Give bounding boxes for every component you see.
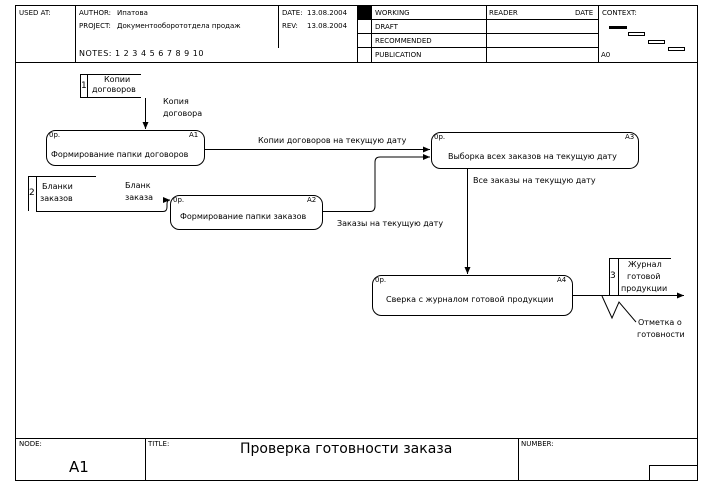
store-2-number: 2 — [29, 188, 35, 198]
data-store-3 — [609, 258, 671, 295]
store-1-line2: договоров — [92, 85, 136, 94]
author-value: Ипатова — [117, 9, 148, 17]
date-value: 13.08.2004 — [307, 9, 348, 17]
box-a2-label[interactable]: Формирование папки заказов — [180, 212, 307, 221]
store-1-line1: Копии — [104, 75, 131, 84]
store-2-line2: заказов — [40, 194, 73, 203]
status-recommended: RECOMMENDED — [375, 37, 432, 45]
store-3-line1: Журнал — [628, 260, 662, 269]
node-value: A1 — [69, 458, 89, 476]
box-a4-cost: 0р. — [375, 276, 387, 284]
box-a2-id: A2 — [307, 196, 317, 204]
store-3-line3: продукции — [621, 284, 668, 293]
title-label: TITLE: — [148, 440, 170, 448]
label-blank-2: заказа — [125, 193, 154, 202]
store-1-number: 1 — [81, 81, 87, 91]
used-at-label: USED AT: — [19, 9, 51, 17]
project-label: PROJECT: — [79, 22, 111, 30]
box-a1-id: A1 — [189, 131, 199, 139]
reader-label: READER — [489, 9, 518, 17]
box-a3-label[interactable]: Выборка всех заказов на текущую дату — [448, 152, 617, 161]
status-publication: PUBLICATION — [375, 51, 422, 59]
process-box-a3 — [431, 132, 639, 169]
node-label: NODE: — [19, 440, 42, 448]
box-a2-cost: 0р. — [173, 196, 185, 204]
context-thumbnail — [609, 26, 685, 51]
status-working: WORKING — [375, 9, 410, 17]
store-2-line1: Бланки — [42, 182, 73, 191]
box-a3-id: A3 — [625, 133, 635, 141]
process-box-a2 — [170, 195, 323, 230]
date-label: DATE: — [282, 9, 303, 17]
process-box-a1 — [46, 130, 205, 166]
frame-border — [15, 5, 698, 481]
box-a1-label[interactable]: Формирование папки договоров — [51, 150, 189, 159]
box-a4-id: A4 — [557, 276, 567, 284]
status-draft: DRAFT — [375, 23, 398, 31]
label-blank-1: Бланк — [125, 181, 151, 190]
box-a3-cost: 0р. — [434, 133, 446, 141]
label-copy-contract-1: Копия — [163, 97, 189, 106]
rev-value: 13.08.2004 — [307, 22, 348, 30]
working-marker — [358, 6, 371, 19]
number-label: NUMBER: — [521, 440, 554, 448]
author-label: AUTHOR: — [79, 9, 111, 17]
notes-label: NOTES: 1 2 3 4 5 6 7 8 9 10 — [79, 49, 204, 58]
data-store-1 — [80, 74, 141, 98]
arrow-order-blank — [36, 197, 171, 212]
box-a1-cost: 0р. — [49, 131, 61, 139]
diagram-title: Проверка готовности заказа — [240, 441, 453, 457]
box-a4-label[interactable]: Сверка с журналом готовой продукции — [386, 295, 554, 304]
rev-label: REV: — [282, 22, 298, 30]
label-all-orders: Все заказы на текущую дату — [473, 176, 596, 185]
label-mark-2: готовности — [637, 330, 685, 339]
project-value: Документооборототдела продаж — [117, 22, 241, 30]
label-mark-1: Отметка о — [638, 318, 682, 327]
arrow-orders-today — [322, 154, 430, 212]
label-leader — [601, 295, 637, 323]
context-label: CONTEXT: — [602, 9, 637, 17]
store-3-number: 3 — [610, 271, 616, 281]
label-copies-today: Копии договоров на текущую дату — [258, 136, 407, 145]
context-node: A0 — [601, 51, 611, 59]
store-3-line2: готовой — [627, 272, 661, 281]
reader-date-label: DATE — [575, 9, 594, 17]
label-orders-today: Заказы на текущую дату — [337, 219, 444, 228]
label-copy-contract-2: договора — [163, 109, 203, 118]
data-store-2 — [28, 176, 96, 211]
